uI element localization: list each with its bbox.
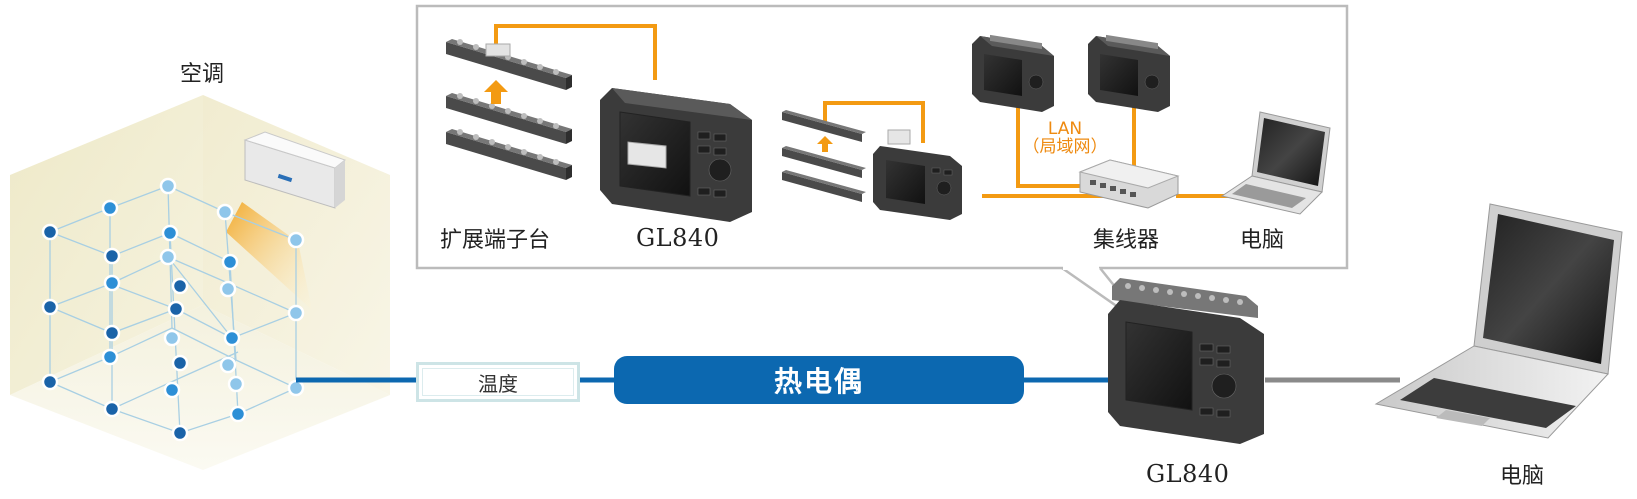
terminal-block-label: 扩展端子台 [440,228,551,253]
gl840-main-label: GL840 [1146,460,1230,488]
gl840-small-icon [873,129,962,220]
expansion-callout [415,4,1349,330]
small-terminal-block-icons [782,110,866,202]
thermocouple-bar: 热电偶 [614,356,1024,404]
temperature-label: 温度 [478,371,518,396]
lan-label-line2: （局域网） [1022,137,1108,157]
gl840-callout-label: GL840 [636,224,720,252]
hub-icon [1078,159,1180,209]
laptop-small-icon [1220,111,1331,215]
air-conditioner-label: 空调 [180,62,225,87]
gl840-main-icon [1108,278,1264,444]
pc-main-label: 电脑 [1500,464,1545,489]
air-conditioner-icon [226,131,347,310]
sensor-nodes [41,177,305,442]
laptop-large-icon [1374,203,1623,439]
terminal-block-icons [446,39,572,180]
hub-label: 集线器 [1093,228,1160,253]
lan-label: LAN （局域网） [1010,120,1120,156]
temperature-label-box: 温度 [416,362,580,402]
lan-label-line1: LAN [1047,119,1083,139]
pc-callout-label: 电脑 [1240,228,1285,253]
gl840-large-icon [600,88,752,222]
room-illustration [10,95,390,470]
gl840-lan-icons [972,34,1170,112]
thermocouple-label: 热电偶 [773,365,864,398]
